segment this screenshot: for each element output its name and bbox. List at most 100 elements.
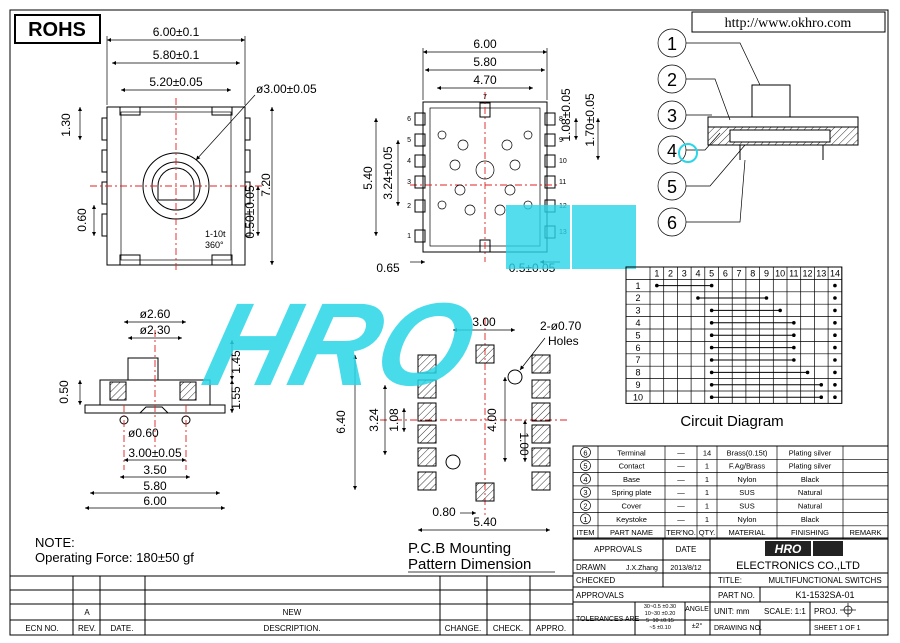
pcb-pattern: 3.00 2-ø0.70 Holes 6.40 3.24 1.08 4.00 1… xyxy=(334,315,582,573)
bom-cell-item: 2 xyxy=(583,502,587,511)
pcb-caption-2: Pattern Dimension xyxy=(408,556,531,573)
bom-cell-part: Spring plate xyxy=(611,488,651,497)
svg-text:REV.: REV. xyxy=(78,624,96,633)
circuit-col-14: 14 xyxy=(830,268,840,278)
svg-text:DESCRIPTION.: DESCRIPTION. xyxy=(264,624,321,633)
company-logo: HRO xyxy=(765,541,843,556)
circuit-node xyxy=(819,395,824,400)
dim-top-width-outer: 6.00±0.1 xyxy=(153,25,200,39)
bom-cell-part: Cover xyxy=(621,502,642,511)
svg-text:5~10 ±0.15: 5~10 ±0.15 xyxy=(646,618,674,624)
circuit-col-3: 3 xyxy=(682,268,687,278)
bom-cell-fin: Plating silver xyxy=(789,448,832,457)
dim-top-diameter: ø3.00±0.05 xyxy=(256,82,317,96)
dim-pin-h108: 1.08±0.05 xyxy=(559,88,573,142)
circuit-node xyxy=(709,308,714,313)
dim-side-h155: 1.55 xyxy=(229,386,243,410)
cover-part xyxy=(707,116,859,128)
circuit-node xyxy=(792,345,796,350)
dim-side-d230: ø2.30 xyxy=(140,323,171,337)
dim-pin-w580: 5.80 xyxy=(473,55,497,69)
svg-text:4: 4 xyxy=(667,141,677,161)
pcb-holes-label: Holes xyxy=(548,334,579,348)
bom-item-circle xyxy=(580,486,591,498)
tb-scale: SCALE: 1:1 xyxy=(764,607,806,616)
svg-text:5: 5 xyxy=(667,177,677,197)
url-text[interactable]: http://www.okhro.com xyxy=(725,16,852,31)
bom-item-circle xyxy=(580,446,591,458)
svg-text:~5 ±0.10: ~5 ±0.10 xyxy=(649,625,671,631)
svg-text:1: 1 xyxy=(667,34,677,54)
circuit-node xyxy=(709,321,714,325)
bom-cell-item: 5 xyxy=(583,462,587,471)
circuit-col-5: 5 xyxy=(709,268,714,278)
circuit-node xyxy=(655,283,659,288)
dim-pin-w065: 0.65 xyxy=(376,261,400,275)
circuit-col-10: 10 xyxy=(775,268,785,278)
bom-header-part: PART NAME xyxy=(610,528,653,537)
circuit-row-9: 9 xyxy=(635,380,640,390)
bom-cell-item: 3 xyxy=(583,488,587,497)
dim-pin-h540: 5.40 xyxy=(361,166,375,190)
bom-cell-mat: SUS xyxy=(739,502,754,511)
bom-header-ter: TER'NO. xyxy=(666,528,696,537)
svg-text:3: 3 xyxy=(667,106,677,126)
circuit-node xyxy=(764,296,769,300)
dim-pin-h324: 3.24±0.05 xyxy=(381,146,395,200)
side-view-shaft xyxy=(127,357,159,381)
rohs-label: ROHS xyxy=(28,19,86,41)
circuit-node xyxy=(696,296,700,300)
dim-pcb-h100: 1.00 xyxy=(517,432,531,456)
dim-top-h720: 7.20 xyxy=(259,173,273,197)
circuit-col-12: 12 xyxy=(803,268,813,278)
pin-label-5: 5 xyxy=(407,137,411,144)
circuit-row-3: 3 xyxy=(635,306,640,316)
bom-cell-part: Terminal xyxy=(617,448,646,457)
bom-cell-part: Contact xyxy=(619,462,646,471)
dim-pcb-w080: 0.80 xyxy=(432,505,456,519)
svg-text:HRO: HRO xyxy=(775,542,802,556)
tb-unit: UNIT: mm xyxy=(714,607,750,616)
dim-pcb-h324: 3.24 xyxy=(367,408,381,432)
bom-cell-ter: — xyxy=(677,475,685,484)
bom-cell-ter: — xyxy=(677,462,685,471)
circuit-node xyxy=(833,358,837,362)
tb-title-label: TITLE: xyxy=(718,576,742,585)
tb-angle-label: ANGLE xyxy=(685,606,709,613)
dim-top-width-inner: 5.20±0.05 xyxy=(149,75,203,89)
circuit-col-6: 6 xyxy=(723,268,728,278)
top-view: 6.00±0.1 5.80±0.1 5.20±0.05 ø3.00±0.05 1… xyxy=(59,25,317,272)
pin-label-11: 11 xyxy=(559,179,566,186)
bom-cell-mat: Brass(0.15t) xyxy=(727,448,768,457)
circuit-row-7: 7 xyxy=(635,355,640,365)
bom-header-fin: FINISHING xyxy=(791,528,829,537)
pin-label-8: 8 xyxy=(559,116,563,123)
circuit-node xyxy=(833,283,837,288)
circuit-row-2: 2 xyxy=(635,293,640,303)
bom-cell-part: Keystoke xyxy=(616,515,647,524)
circuit-node xyxy=(709,333,714,338)
tb-drawn-date: 2013/8/12 xyxy=(670,565,701,572)
bom-cell-fin: Natural xyxy=(798,502,823,511)
pin-label-4: 4 xyxy=(407,158,411,165)
url-box xyxy=(691,11,886,33)
projection-symbol xyxy=(840,603,856,617)
bom-item-circle xyxy=(580,500,591,511)
dim-side-w350: 3.50 xyxy=(143,463,167,477)
circuit-col-9: 9 xyxy=(764,268,769,278)
circuit-node xyxy=(833,333,837,338)
tb-company: ELECTRONICS CO.,LTD xyxy=(736,560,860,572)
circuit-node xyxy=(833,395,837,400)
circuit-node xyxy=(709,383,714,387)
circuit-col-1: 1 xyxy=(654,268,659,278)
circuit-node xyxy=(833,308,837,313)
bom-cell-qty: 1 xyxy=(705,475,709,484)
bom-cell-fin: Natural xyxy=(798,488,823,497)
pcb-caption-1: P.C.B Mounting xyxy=(408,540,511,557)
dim-top-h130: 1.30 xyxy=(59,113,73,137)
actuator-d-shaft xyxy=(157,167,195,201)
tb-partno-label: PART NO. xyxy=(718,591,755,600)
svg-text:10~30 ±0.20: 10~30 ±0.20 xyxy=(645,611,676,617)
tb-drawn-by: J.X.Zhang xyxy=(626,565,658,572)
